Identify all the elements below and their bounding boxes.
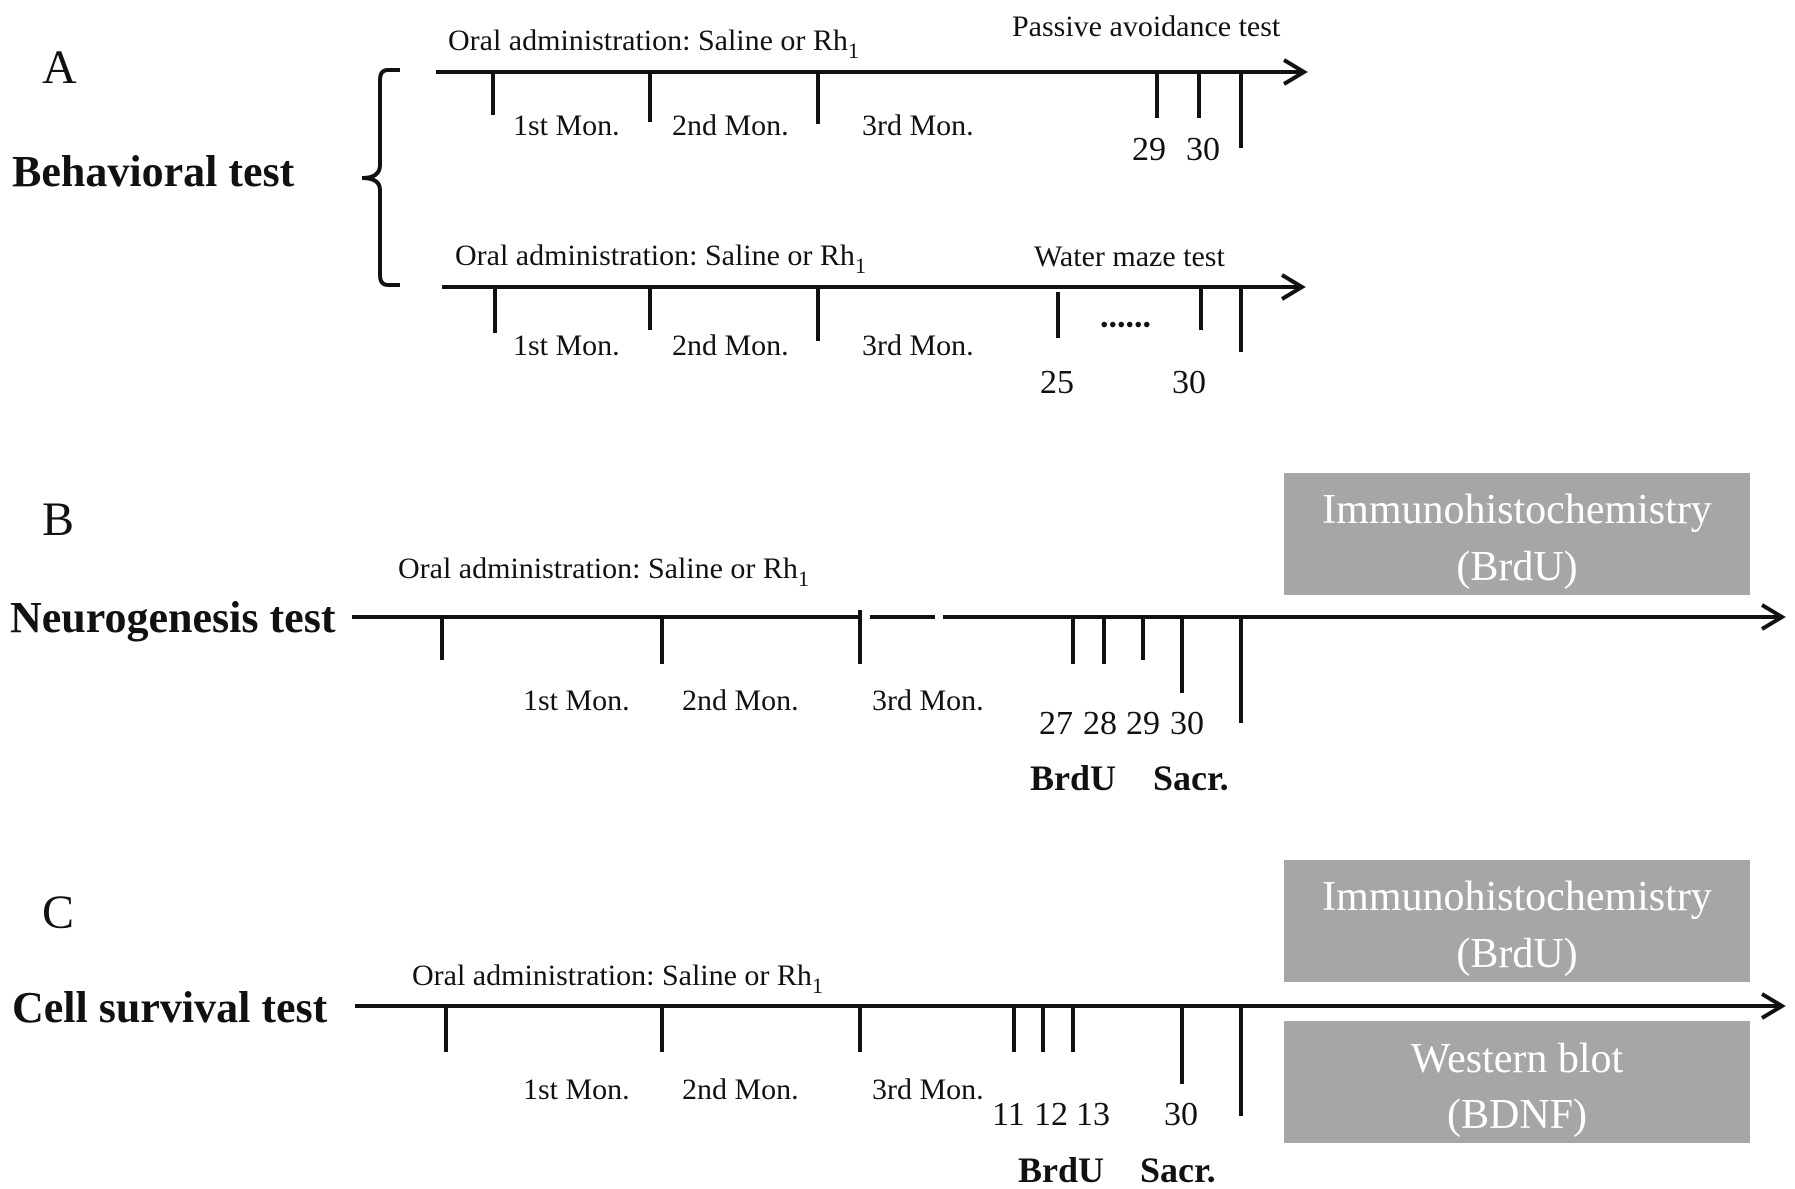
month-label: 2nd Mon. bbox=[682, 1073, 799, 1106]
panel-b-title: Neurogenesis test bbox=[10, 593, 336, 642]
month-label: 1st Mon. bbox=[523, 684, 630, 717]
month-label: 1st Mon. bbox=[513, 109, 620, 142]
day-label: 29 bbox=[1132, 131, 1166, 168]
immunohistochemistry-box: Immunohistochemistry (BrdU) bbox=[1284, 860, 1750, 982]
month-label: 2nd Mon. bbox=[682, 684, 799, 717]
timeline-arrowhead bbox=[1760, 992, 1786, 1020]
box-text-line1: Immunohistochemistry bbox=[1322, 487, 1712, 533]
day-label: 25 bbox=[1040, 364, 1074, 401]
panel-c-title: Cell survival test bbox=[12, 983, 328, 1032]
box-background bbox=[1284, 1021, 1750, 1143]
event-label-brdu: BrdU bbox=[1030, 758, 1116, 798]
immunohistochemistry-box: Immunohistochemistry (BrdU) bbox=[1284, 473, 1750, 595]
month-label: 3rd Mon. bbox=[862, 329, 974, 362]
timeline-arrowhead bbox=[1280, 273, 1306, 301]
day-label: 29 bbox=[1126, 705, 1160, 742]
box-text-line2: (BrdU) bbox=[1456, 931, 1577, 977]
test-label: Passive avoidance test bbox=[1012, 10, 1281, 43]
panel-c-letter: C bbox=[42, 886, 74, 939]
box-background bbox=[1284, 860, 1750, 982]
month-label: 3rd Mon. bbox=[862, 109, 974, 142]
month-label: 3rd Mon. bbox=[872, 684, 984, 717]
box-text-line2: (BDNF) bbox=[1447, 1092, 1587, 1138]
water-maze-timeline: Oral administration: Saline or Rh1 Water… bbox=[442, 239, 1306, 401]
month-label: 1st Mon. bbox=[513, 329, 620, 362]
box-text-line1: Immunohistochemistry bbox=[1322, 874, 1712, 920]
panel-a-brace bbox=[361, 68, 400, 287]
day-label: 12 bbox=[1034, 1096, 1068, 1133]
box-background bbox=[1284, 473, 1750, 595]
admin-label: Oral administration: Saline or Rh1 bbox=[455, 239, 866, 278]
day-label: 30 bbox=[1172, 364, 1206, 401]
day-label: 30 bbox=[1164, 1096, 1198, 1133]
test-label: Water maze test bbox=[1034, 240, 1225, 273]
day-label: 13 bbox=[1076, 1096, 1110, 1133]
day-label: 30 bbox=[1186, 131, 1220, 168]
event-label-sacrifice: Sacr. bbox=[1140, 1150, 1216, 1189]
ellipsis-label: ...... bbox=[1100, 298, 1151, 335]
day-label: 28 bbox=[1083, 705, 1117, 742]
panel-a-title: Behavioral test bbox=[12, 147, 295, 196]
panel-a: A Behavioral test Oral administration: S… bbox=[12, 10, 1308, 401]
admin-label: Oral administration: Saline or Rh1 bbox=[448, 24, 859, 63]
western-blot-box: Western blot (BDNF) bbox=[1284, 1021, 1750, 1143]
timeline-arrowhead bbox=[1760, 603, 1786, 631]
passive-avoidance-timeline: Oral administration: Saline or Rh1 Passi… bbox=[436, 10, 1308, 168]
panel-c: C Cell survival test Oral administration… bbox=[12, 860, 1786, 1189]
event-label-sacrifice: Sacr. bbox=[1153, 758, 1229, 798]
box-text-line1: Western blot bbox=[1411, 1036, 1624, 1082]
event-label-brdu: BrdU bbox=[1018, 1150, 1104, 1189]
day-label: 11 bbox=[992, 1096, 1025, 1133]
month-label: 3rd Mon. bbox=[872, 1073, 984, 1106]
admin-label: Oral administration: Saline or Rh1 bbox=[398, 552, 809, 591]
month-label: 2nd Mon. bbox=[672, 329, 789, 362]
day-label: 27 bbox=[1039, 705, 1073, 742]
admin-label: Oral administration: Saline or Rh1 bbox=[412, 959, 823, 998]
panel-b: B Neurogenesis test Oral administration:… bbox=[10, 473, 1786, 798]
panel-b-letter: B bbox=[42, 493, 74, 546]
month-label: 2nd Mon. bbox=[672, 109, 789, 142]
box-text-line2: (BrdU) bbox=[1456, 544, 1577, 590]
timeline-arrowhead bbox=[1282, 58, 1308, 86]
panel-a-letter: A bbox=[42, 41, 77, 94]
day-label: 30 bbox=[1170, 705, 1204, 742]
month-label: 1st Mon. bbox=[523, 1073, 630, 1106]
